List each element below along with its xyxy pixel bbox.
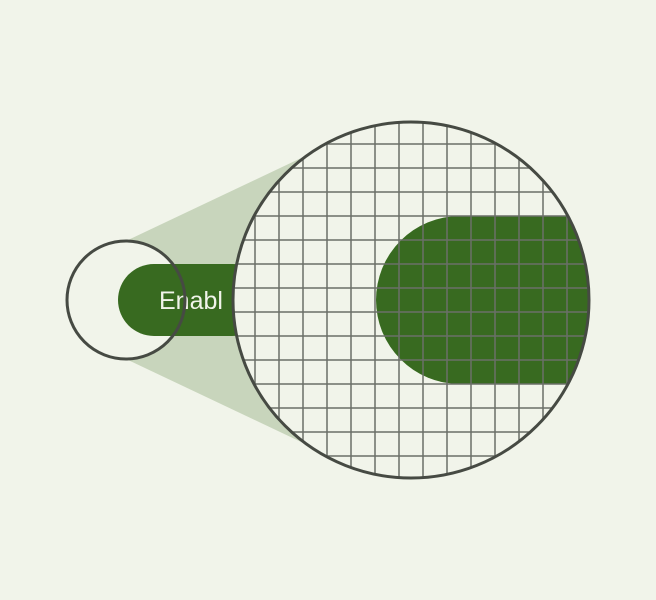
magnifier-outline	[231, 120, 591, 480]
source-button	[118, 264, 268, 336]
source-circle-outline	[65, 239, 187, 361]
magnifier-lens	[233, 122, 589, 478]
magnified-button	[376, 216, 589, 384]
button-label: Enabl	[159, 287, 223, 315]
